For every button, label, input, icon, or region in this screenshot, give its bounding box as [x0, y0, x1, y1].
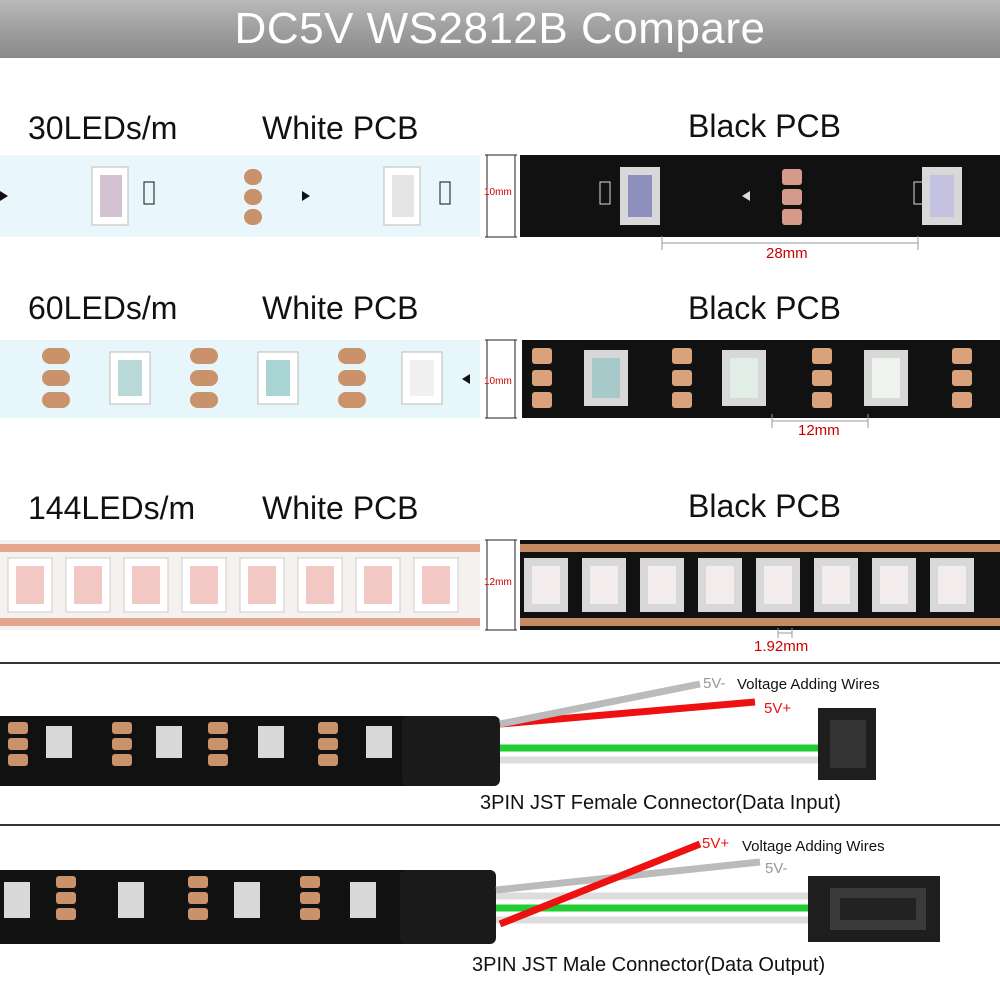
width-label-30: 10mm	[484, 187, 512, 198]
white-pcb-label-60: White PCB	[262, 290, 419, 326]
male-5v-minus-label: 5V-	[765, 860, 788, 877]
width-marker-30	[485, 154, 517, 238]
male-5v-plus-label: 5V+	[702, 835, 730, 852]
female-connector-assembly	[0, 680, 876, 786]
white-strip-144	[0, 540, 480, 630]
black-pcb-label-30: Black PCB	[688, 108, 841, 144]
white-pcb-label-144: White PCB	[262, 490, 419, 526]
female-wire-note: Voltage Adding Wires	[737, 676, 880, 693]
pitch-marker-30	[661, 236, 919, 250]
male-connector-caption: 3PIN JST Male Connector(Data Output)	[472, 954, 826, 976]
black-pcb-label-60: Black PCB	[688, 290, 841, 326]
black-pcb-label-144: Black PCB	[688, 488, 841, 524]
black-strip-30	[520, 155, 1000, 237]
separator-middle	[0, 824, 1000, 826]
width-marker-60	[485, 339, 517, 419]
width-label-144: 12mm	[484, 577, 512, 588]
pitch-marker-60	[771, 414, 869, 428]
pitch-label-60: 12mm	[798, 422, 840, 439]
density-label-144: 144LEDs/m	[28, 490, 196, 526]
pitch-label-30: 28mm	[766, 245, 808, 262]
page-title: DC5V WS2812B Compare	[234, 4, 766, 53]
separator-top	[0, 662, 1000, 664]
black-strip-60	[522, 340, 1000, 418]
male-wire-note: Voltage Adding Wires	[742, 838, 885, 855]
pitch-marker-144	[777, 628, 793, 638]
pitch-label-144: 1.92mm	[754, 638, 809, 655]
title-bar	[0, 0, 1000, 58]
female-connector-caption: 3PIN JST Female Connector(Data Input)	[480, 792, 841, 814]
density-label-60: 60LEDs/m	[28, 290, 178, 326]
density-label-30: 30LEDs/m	[28, 110, 178, 146]
white-pcb-label-30: White PCB	[262, 110, 419, 146]
white-strip-60	[0, 340, 480, 418]
female-5v-plus-label: 5V+	[764, 700, 792, 717]
width-label-60: 10mm	[484, 376, 512, 387]
width-marker-144	[485, 539, 517, 631]
female-5v-minus-label: 5V-	[703, 675, 726, 692]
white-strip-30	[0, 155, 480, 237]
male-connector-assembly	[0, 840, 940, 944]
black-strip-144	[520, 540, 1000, 630]
